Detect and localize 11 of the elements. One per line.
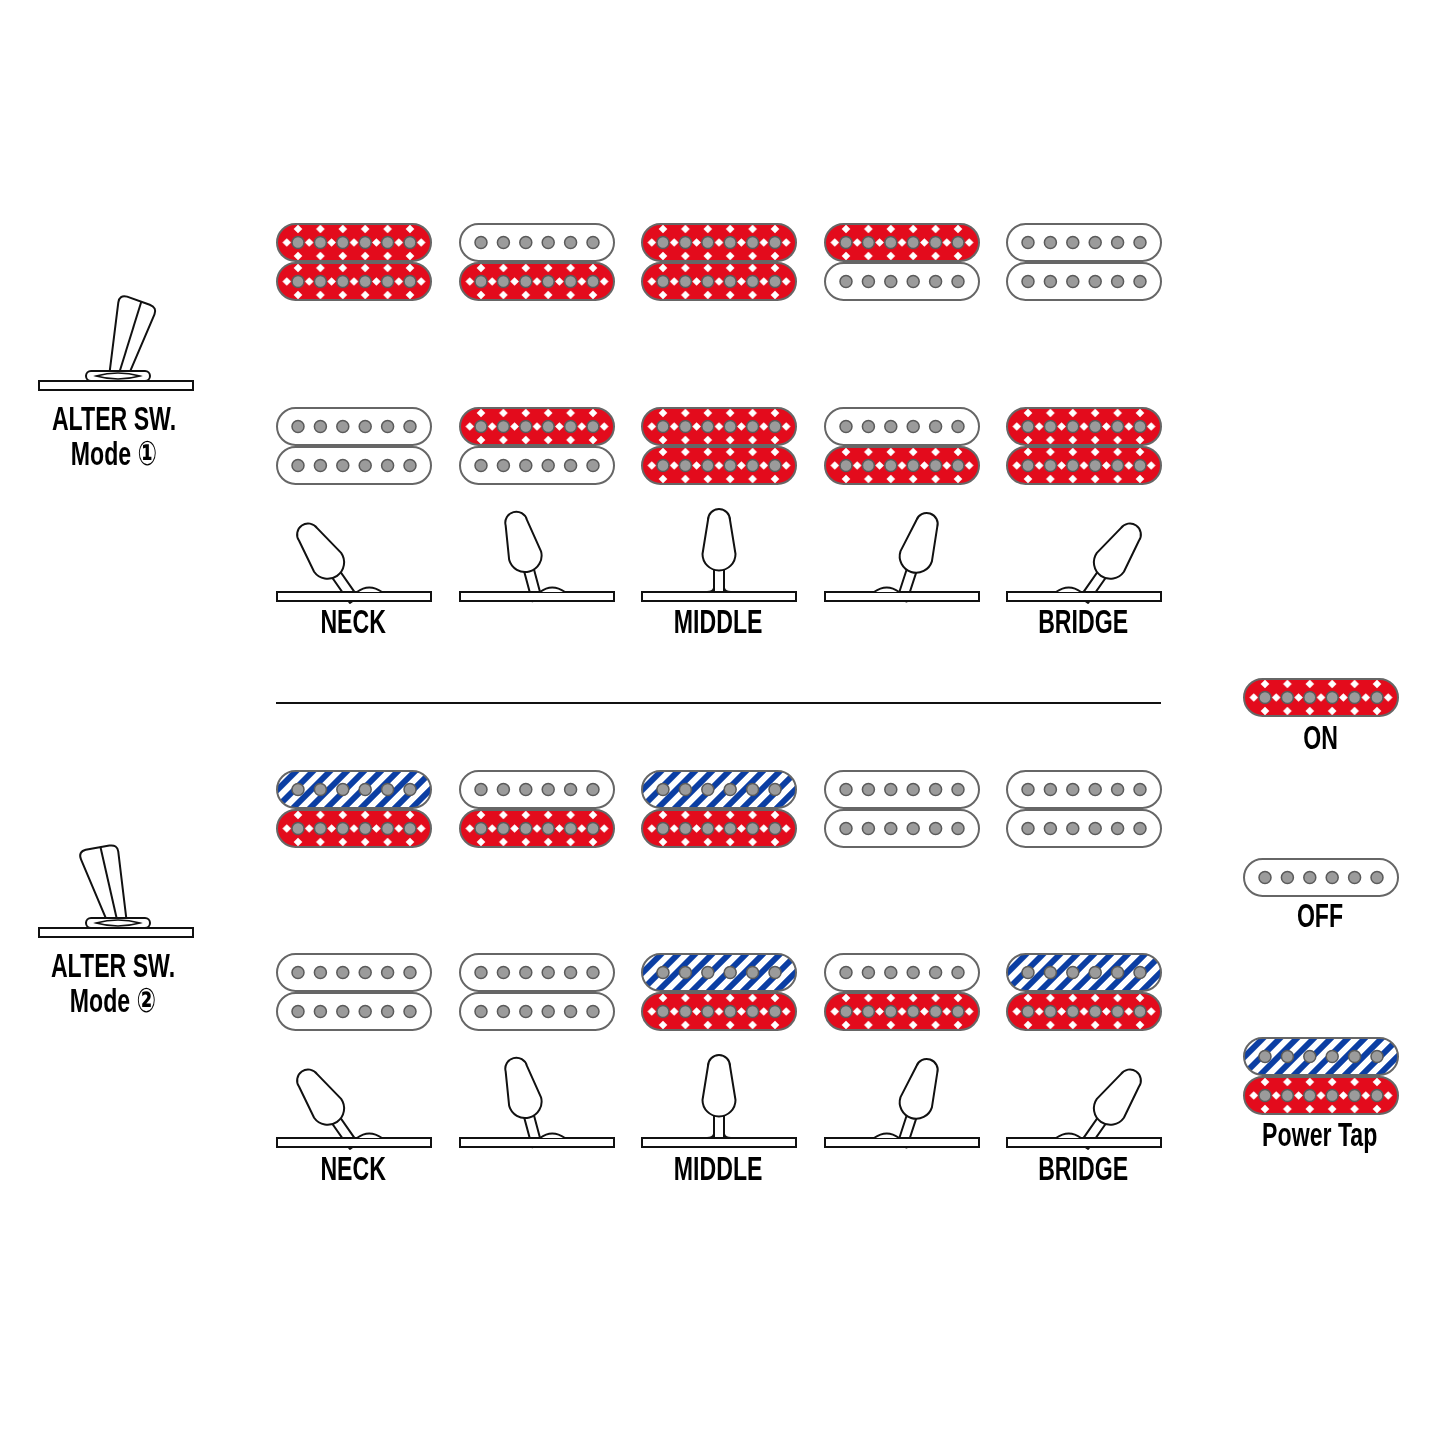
legend-label: Power Tap: [1262, 1117, 1378, 1152]
legend-label: OFF: [1296, 898, 1344, 933]
position-label: NECK: [320, 1151, 386, 1186]
position-label: BRIDGE: [1038, 604, 1128, 639]
position-label: NECK: [320, 604, 386, 639]
switch-mode-label: ALTER SW. Mode ①: [50, 401, 178, 471]
position-label: BRIDGE: [1038, 1151, 1128, 1186]
legend-label: ON: [1302, 720, 1338, 755]
position-label: MIDDLE: [673, 604, 763, 639]
switch-mode-label: ALTER SW. Mode ②: [49, 948, 177, 1018]
position-label: MIDDLE: [673, 1151, 763, 1186]
